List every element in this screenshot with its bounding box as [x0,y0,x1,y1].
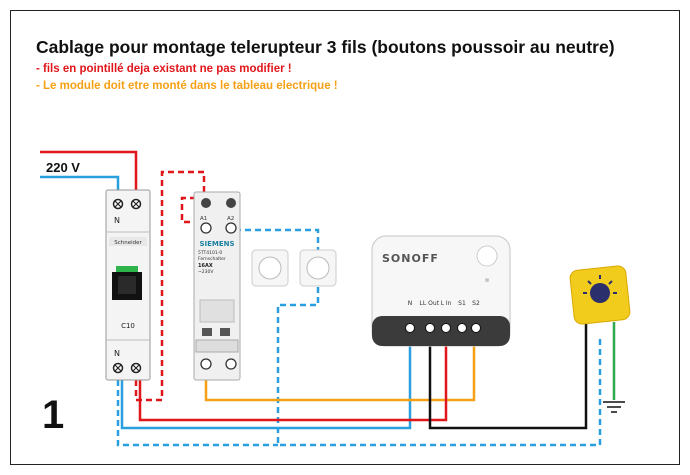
push-button-1 [251,249,289,287]
relay-current: 16AX [198,263,213,269]
lamp-icon [590,283,610,303]
sonoff-module: SONOFF ≋ N L L Out L In S1 S2 [371,235,511,347]
sonoff-terminal-l: L [419,300,423,307]
sonoff-terminal-lin: L In [441,300,452,307]
wire-lout-to-lamp [428,320,588,430]
terminal-screw-icon [471,323,481,333]
wire-existing-phase [134,170,206,402]
sonoff-terminal-s1: S1 [458,300,466,307]
push-button-icon [258,256,282,280]
circuit-breaker: N Schneider C10 N [105,189,151,381]
sonoff-terminal-s2: S2 [472,300,480,307]
terminal-screw-icon [405,323,415,333]
ground-symbol-icon [603,401,625,413]
impulse-relay: A1 A2 SIEMENS 5TT4101-0 Fernschalter 16A… [193,191,241,381]
terminal-screw-icon [425,323,435,333]
relay-terminal-a1: A1 [200,216,207,222]
relay-terminal-a2: A2 [227,216,234,222]
terminal-screw-icon [200,222,212,234]
lamp [569,265,631,325]
breaker-rating: C10 [121,322,135,330]
terminal-screw-icon [225,358,237,370]
terminal-screw-icon [441,323,451,333]
push-button-2 [299,249,337,287]
diagram-frame [10,10,680,465]
wire-neutral-to-sonoff [120,334,412,430]
warning-existing-wires: - fils en pointillé deja existant ne pas… [36,63,292,75]
relay-voltage: ~230V [198,269,214,275]
breaker-top-terminal-label: N [114,216,120,225]
wire-supply-phase [40,150,138,201]
wire-s2-to-relay [204,334,476,402]
terminal-screw-icon [225,222,237,234]
relay-subtitle: Fernschalter [198,256,226,262]
relay-model: 5TT4101-0 [198,250,222,256]
terminal-screw-icon [200,358,212,370]
sonoff-terminal-lout: L Out [423,300,440,307]
wire-phase-to-sonoff [138,334,448,422]
wire-existing-neutral [116,370,278,447]
breaker-brand: Schneider [114,240,142,246]
diagram-title: Cablage pour montage telerupteur 3 fils … [36,37,615,57]
supply-voltage-label: 220 V [46,160,80,175]
warning-module-placement: - Le module doit etre monté dans le tabl… [36,80,338,92]
breaker-bottom-terminal-label: N [114,349,120,358]
relay-brand: SIEMENS [199,240,234,248]
step-number: 1 [42,393,65,437]
terminal-screw-icon [457,323,467,333]
wifi-icon: ≋ [484,277,489,284]
sonoff-terminal-n: N [408,300,413,307]
push-button-icon [306,256,330,280]
sonoff-brand: SONOFF [382,252,439,265]
wire-existing-button-loop [229,214,602,447]
